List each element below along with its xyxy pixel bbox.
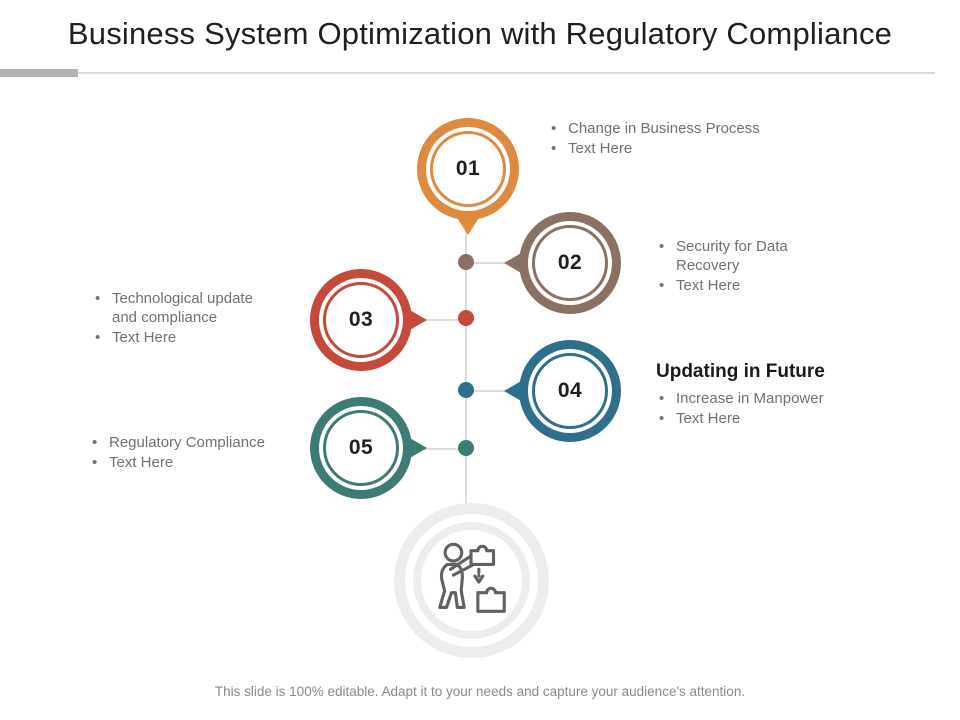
circle-pointer-right-icon bbox=[408, 309, 427, 331]
step-04-text: Updating in Future Increase in Manpower … bbox=[656, 361, 876, 429]
connector-step-02 bbox=[466, 262, 516, 264]
circle-pointer-left-icon bbox=[504, 380, 523, 402]
step-number-03: 03 bbox=[348, 308, 374, 331]
bullet-item: Change in Business Process bbox=[548, 119, 788, 138]
bullet-item: Security for Data Recovery bbox=[656, 237, 806, 275]
footer-note: This slide is 100% editable. Adapt it to… bbox=[214, 684, 746, 699]
circle-pointer-right-icon bbox=[408, 437, 427, 459]
connector-step-05 bbox=[414, 448, 466, 450]
bullet-item: Text Here bbox=[92, 328, 270, 347]
step-number-05: 05 bbox=[348, 436, 374, 459]
step-01-bullets: Change in Business Process Text Here bbox=[548, 119, 788, 158]
step-circle-01: 01 bbox=[417, 118, 519, 235]
connector-step-04 bbox=[466, 390, 516, 392]
step-04-bullets: Increase in Manpower Text Here bbox=[656, 389, 876, 428]
step-05-text: Regulatory Compliance Text Here bbox=[89, 433, 299, 473]
step-number-04: 04 bbox=[557, 379, 583, 402]
bullet-item: Text Here bbox=[89, 453, 299, 472]
step-02-text: Security for Data Recovery Text Here bbox=[656, 237, 806, 296]
circle-pointer-left-icon bbox=[504, 252, 523, 274]
bullet-item: Increase in Manpower bbox=[656, 389, 876, 408]
connector-step-03 bbox=[414, 319, 466, 321]
step-04-heading: Updating in Future bbox=[656, 361, 825, 382]
bullet-item: Technological update and compliance bbox=[92, 289, 270, 327]
title-underline-rule bbox=[78, 72, 935, 74]
bullet-item: Text Here bbox=[656, 276, 806, 295]
step-02-bullets: Security for Data Recovery Text Here bbox=[656, 237, 806, 295]
timeline-vertical-line bbox=[465, 230, 467, 506]
step-number-01: 01 bbox=[455, 157, 481, 180]
step-circle-05: 05 bbox=[310, 397, 427, 499]
slide-title: Business System Optimization with Regula… bbox=[67, 16, 893, 51]
step-03-bullets: Technological update and compliance Text… bbox=[92, 289, 270, 347]
step-03-text: Technological update and compliance Text… bbox=[92, 289, 270, 348]
timeline-dot-05 bbox=[458, 440, 474, 456]
bullet-item: Text Here bbox=[656, 409, 876, 428]
bullet-item: Regulatory Compliance bbox=[89, 433, 299, 452]
step-circle-03: 03 bbox=[310, 269, 427, 371]
step-05-bullets: Regulatory Compliance Text Here bbox=[89, 433, 299, 472]
hub-circle bbox=[394, 503, 549, 658]
person-puzzle-icon bbox=[437, 542, 506, 613]
step-01-text: Change in Business Process Text Here bbox=[548, 119, 788, 159]
timeline-dot-02 bbox=[458, 254, 474, 270]
timeline-dot-04 bbox=[458, 382, 474, 398]
timeline-dot-03 bbox=[458, 310, 474, 326]
step-circle-04: 04 bbox=[504, 340, 621, 442]
bullet-item: Text Here bbox=[548, 139, 788, 158]
title-underline-accent bbox=[0, 69, 78, 77]
circle-pointer-down-icon bbox=[456, 216, 480, 235]
step-number-02: 02 bbox=[557, 251, 583, 274]
step-circle-02: 02 bbox=[504, 212, 621, 314]
